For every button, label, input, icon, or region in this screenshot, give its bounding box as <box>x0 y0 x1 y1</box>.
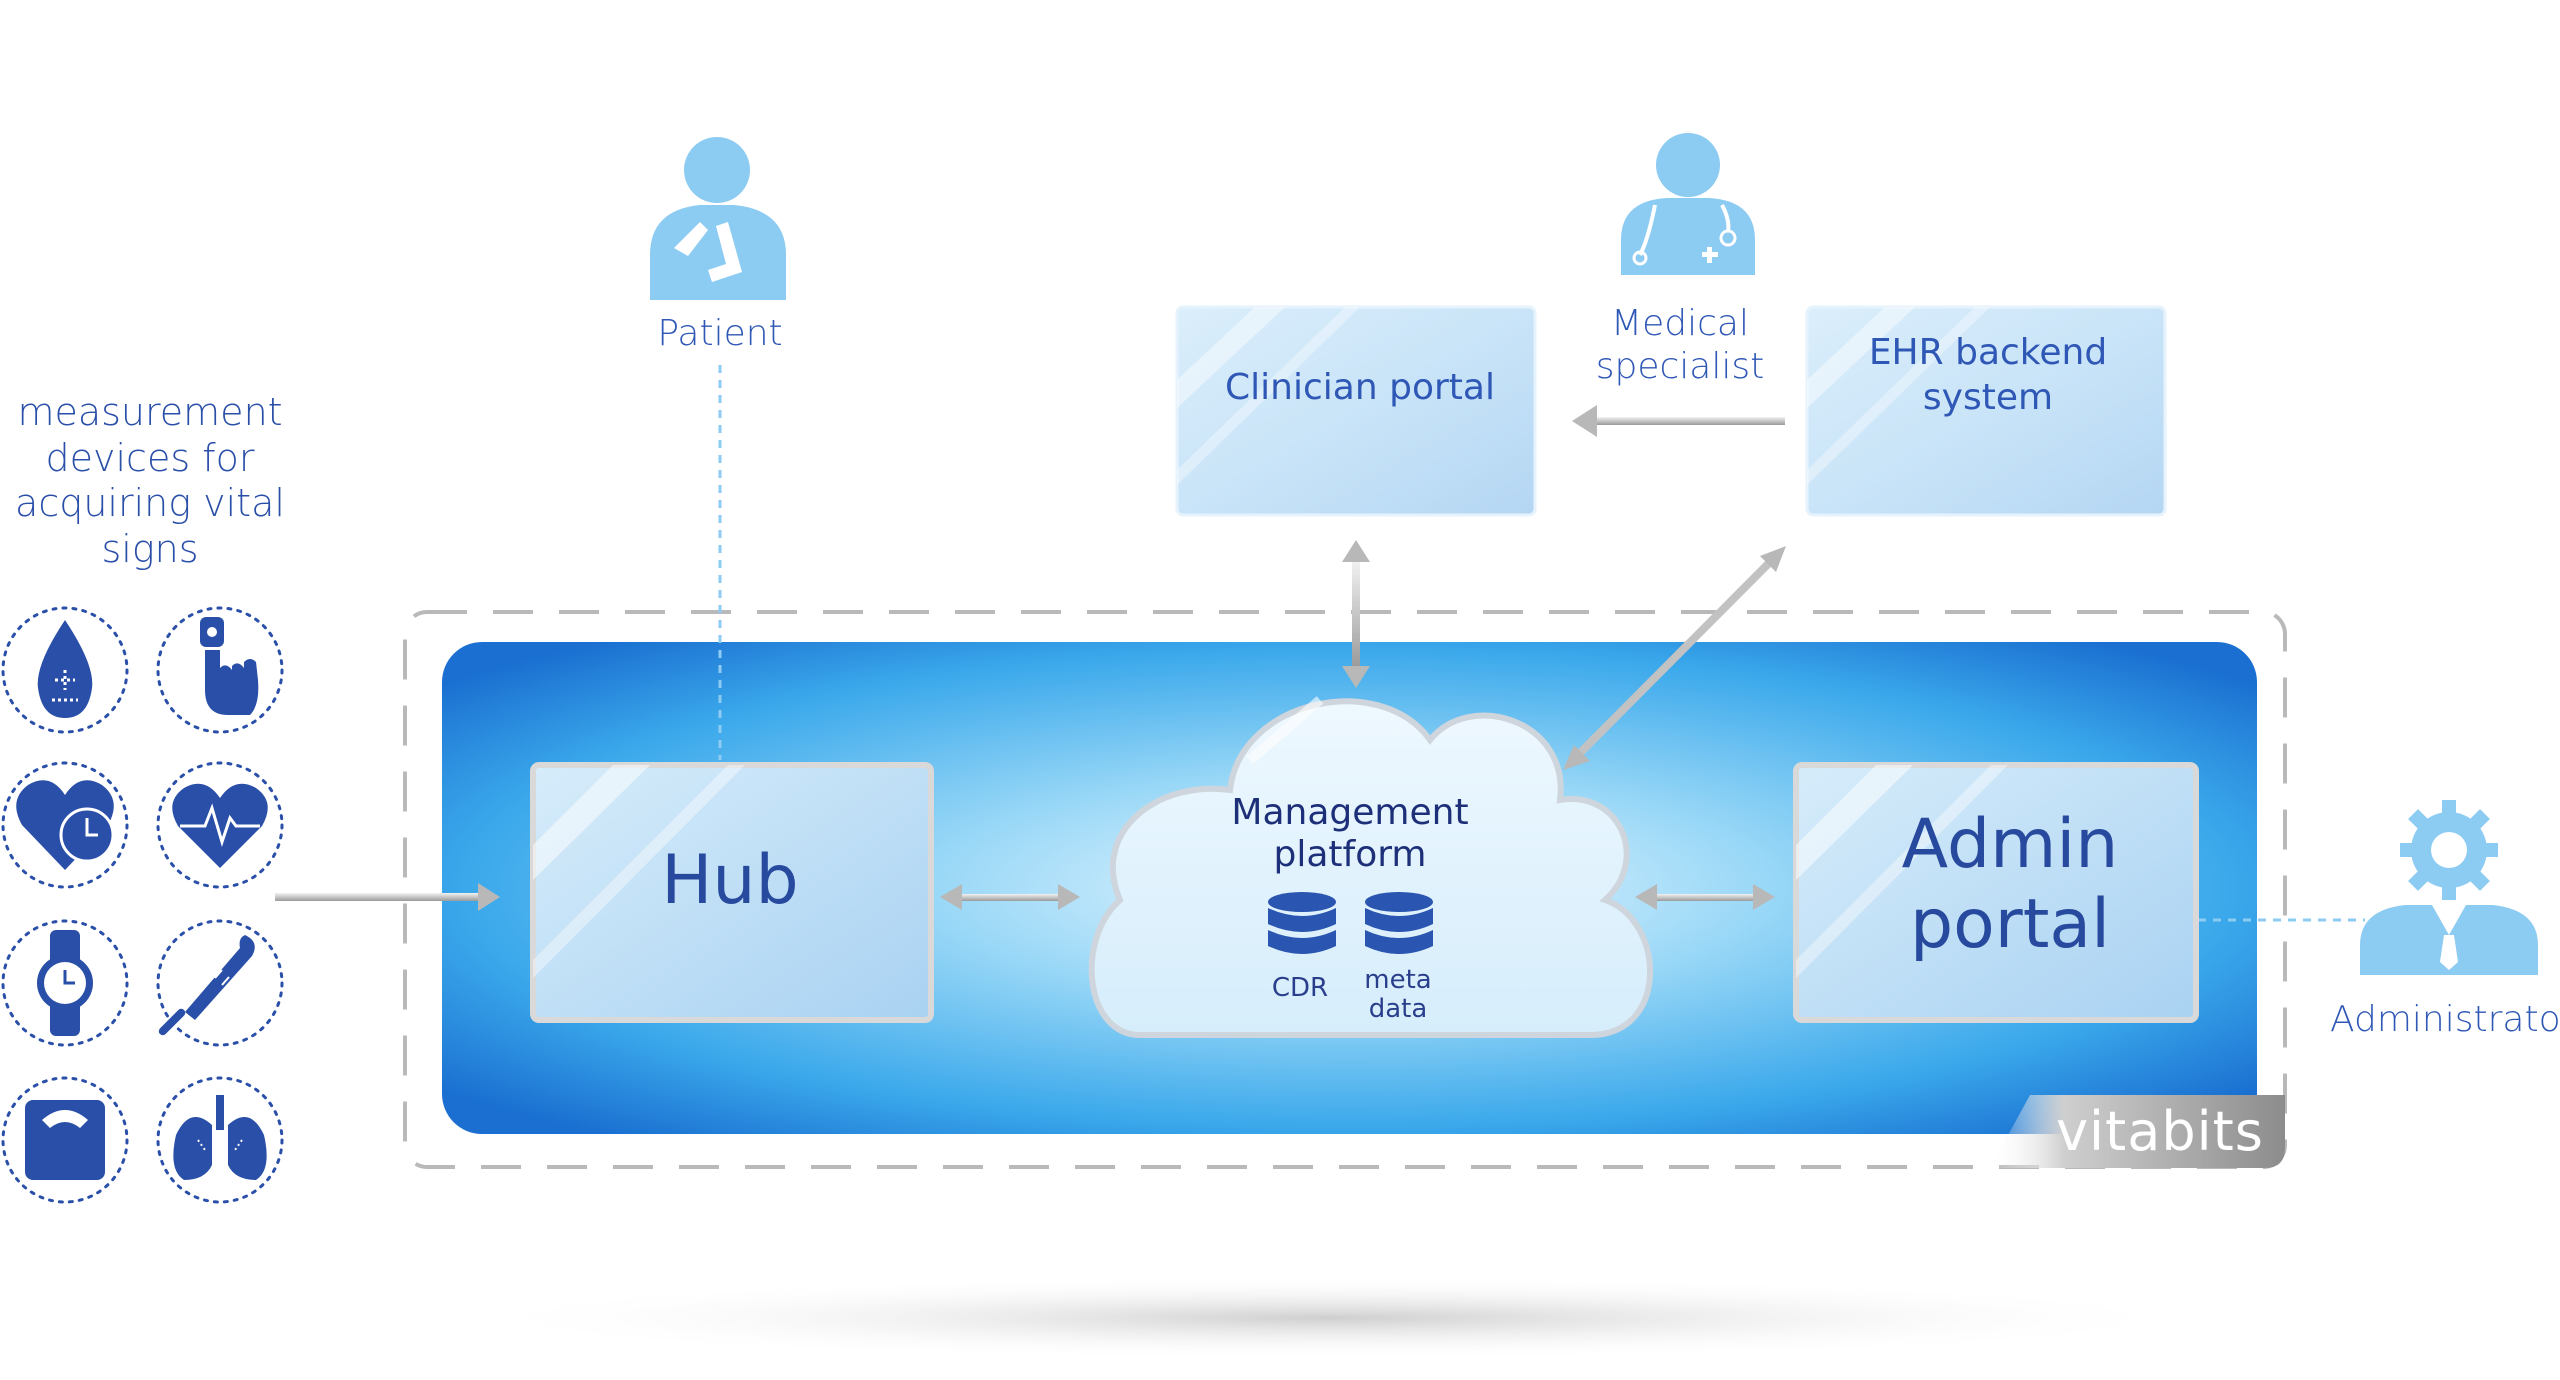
hub-box <box>530 762 934 1023</box>
meta-database-icon <box>1365 892 1433 954</box>
arrow-hub-cloud <box>940 884 1080 910</box>
scale-icon <box>1 1076 129 1204</box>
management-cloud <box>1088 696 1654 1038</box>
watch-icon <box>1 919 129 1047</box>
patient-icon <box>650 137 786 300</box>
arrow-clinician-cloud <box>1342 540 1370 688</box>
meta-data-label: meta data <box>1364 965 1432 1024</box>
clinician-portal-box <box>1175 305 1537 517</box>
medical-specialist-label: Medical specialist <box>1595 303 1765 388</box>
system-boundary <box>403 610 2287 1169</box>
administrator-label: Administrator <box>2330 999 2560 1040</box>
heart-ecg-icon <box>156 761 284 889</box>
management-platform-label: Management platform <box>1231 792 1469 875</box>
hub-label: Hub <box>661 841 799 920</box>
ehr-backend-label: EHR backend system <box>1868 332 2108 418</box>
devices-title: measurement devices for acquiring vital … <box>15 390 285 571</box>
brand-tab <box>1990 1095 2285 1168</box>
arrow-cloud-admin <box>1635 884 1775 910</box>
admin-portal-label: Admin portal <box>1901 805 2119 965</box>
blood-drop-icon <box>1 606 129 734</box>
floor-shadow <box>450 1276 2210 1360</box>
medical-specialist-icon <box>1621 133 1755 275</box>
ehr-backend-box <box>1805 305 2167 517</box>
cdr-database-icon <box>1268 892 1336 954</box>
brand-logo: vitabits <box>2056 1100 2264 1163</box>
arrow-ehr-cloud <box>1563 546 1786 770</box>
arrow-devices-to-hub <box>275 883 500 911</box>
cdr-label: CDR <box>1271 973 1329 1003</box>
lungs-icon <box>156 1076 284 1204</box>
clinician-portal-label: Clinician portal <box>1225 367 1495 408</box>
arrow-ehr-to-clinician <box>1572 405 1785 437</box>
heart-clock-icon <box>1 761 129 889</box>
thermometer-icon <box>156 919 284 1047</box>
patient-label: Patient <box>657 313 783 354</box>
admin-portal-box <box>1793 762 2199 1023</box>
finger-pulse-oximeter-icon <box>156 606 284 734</box>
administrator-icon <box>2360 800 2538 975</box>
